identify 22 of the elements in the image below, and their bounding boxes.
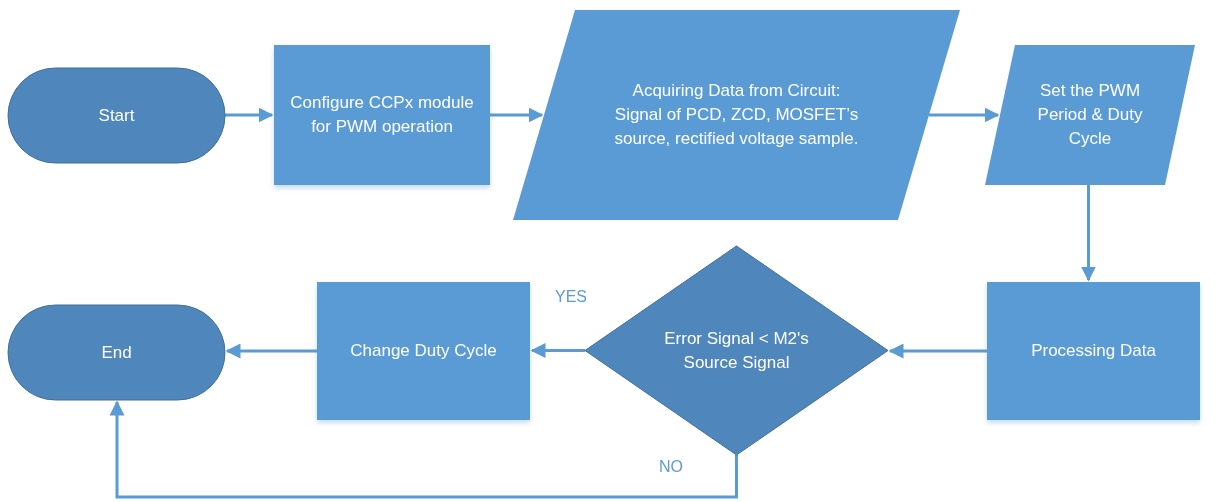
- process-box: [317, 282, 530, 420]
- arrow: [225, 107, 274, 123]
- data-parallelogram: [513, 10, 960, 220]
- decision-diamond: [585, 246, 888, 455]
- process-box: [987, 282, 1200, 420]
- node-label: End: [100, 341, 133, 364]
- arrow: [929, 107, 1000, 123]
- node-label: Acquiring Data from Circuit: Signal of PCD, ZCD, MOSFET’s source, rectified voltage sample.: [613, 80, 860, 150]
- node-label: Set the PWM Period & Duty Cycle: [1036, 80, 1144, 150]
- arrow: [530, 343, 585, 358]
- node-label: Configure CCPx module for PWM operation: [289, 92, 475, 138]
- arrow: [225, 343, 317, 359]
- node-label: Processing Data: [1030, 340, 1157, 363]
- node-label: Start: [97, 104, 136, 127]
- arrow: [490, 107, 544, 123]
- arrow: [109, 400, 738, 499]
- data-parallelogram: [985, 45, 1195, 185]
- node-label: Change Duty Cycle: [349, 340, 498, 363]
- node-label: Error Signal < M2's Source Signal: [663, 327, 810, 374]
- process-box: [274, 45, 490, 185]
- arrow: [888, 343, 987, 359]
- arrow: [1081, 185, 1096, 282]
